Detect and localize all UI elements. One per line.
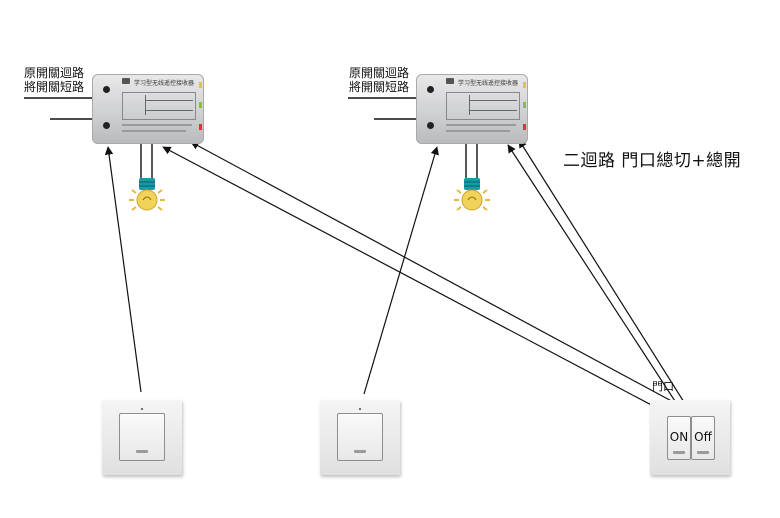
switch-rocker[interactable]	[337, 408, 383, 461]
screw-icon	[427, 86, 434, 93]
arrow-off-to-receiver2	[518, 139, 695, 419]
terminal-diagram	[446, 92, 520, 120]
switch-rocker[interactable]	[119, 408, 165, 461]
on-label: ON	[669, 430, 689, 444]
circuit-right-line2: 將開關短路	[349, 80, 410, 94]
off-label: Off	[694, 430, 712, 444]
light-bulb-icon	[454, 178, 490, 211]
wall-switch-left	[102, 400, 182, 475]
receiver-module-right: 学习型无线遥控接收器	[416, 74, 528, 144]
screw-icon	[427, 122, 434, 129]
receiver-title: 学习型无线遥控接收器	[458, 80, 519, 87]
arrow-switch2-to-receiver2	[363, 146, 439, 395]
arrow-off-to-receiver1	[190, 141, 704, 419]
door-switch-label: 門口	[652, 380, 674, 393]
arrow-on-to-receiver1	[162, 146, 677, 419]
circuit-left-line2: 將開關短路	[24, 80, 85, 94]
diagram-title: 二迴路 門口總切+總開	[563, 151, 742, 171]
receiver-title: 学习型无线遥控接收器	[134, 80, 195, 87]
light-bulb-icon	[129, 178, 165, 211]
circuit-label-left: 原開關迴路 將開關短路	[24, 66, 84, 94]
on-rocker-button[interactable]: ON	[667, 416, 691, 460]
wall-switch-middle	[320, 400, 400, 475]
door-double-switch: ON Off	[650, 400, 730, 475]
circuit-label-right: 原開關迴路 將開關短路	[349, 66, 409, 94]
circuit-right-line1: 原開關迴路	[349, 66, 410, 80]
screw-icon	[103, 122, 110, 129]
arrow-switch1-to-receiver1	[104, 146, 142, 393]
arrow-on-to-receiver2	[507, 144, 687, 419]
brand-logo-icon	[446, 78, 454, 84]
receiver-module-left: 学习型无线遥控接收器	[92, 74, 204, 144]
screw-icon	[103, 86, 110, 93]
circuit-left-line1: 原開關迴路	[24, 66, 85, 80]
off-rocker-button[interactable]: Off	[691, 416, 715, 460]
brand-logo-icon	[122, 78, 130, 84]
terminal-diagram	[122, 92, 196, 120]
